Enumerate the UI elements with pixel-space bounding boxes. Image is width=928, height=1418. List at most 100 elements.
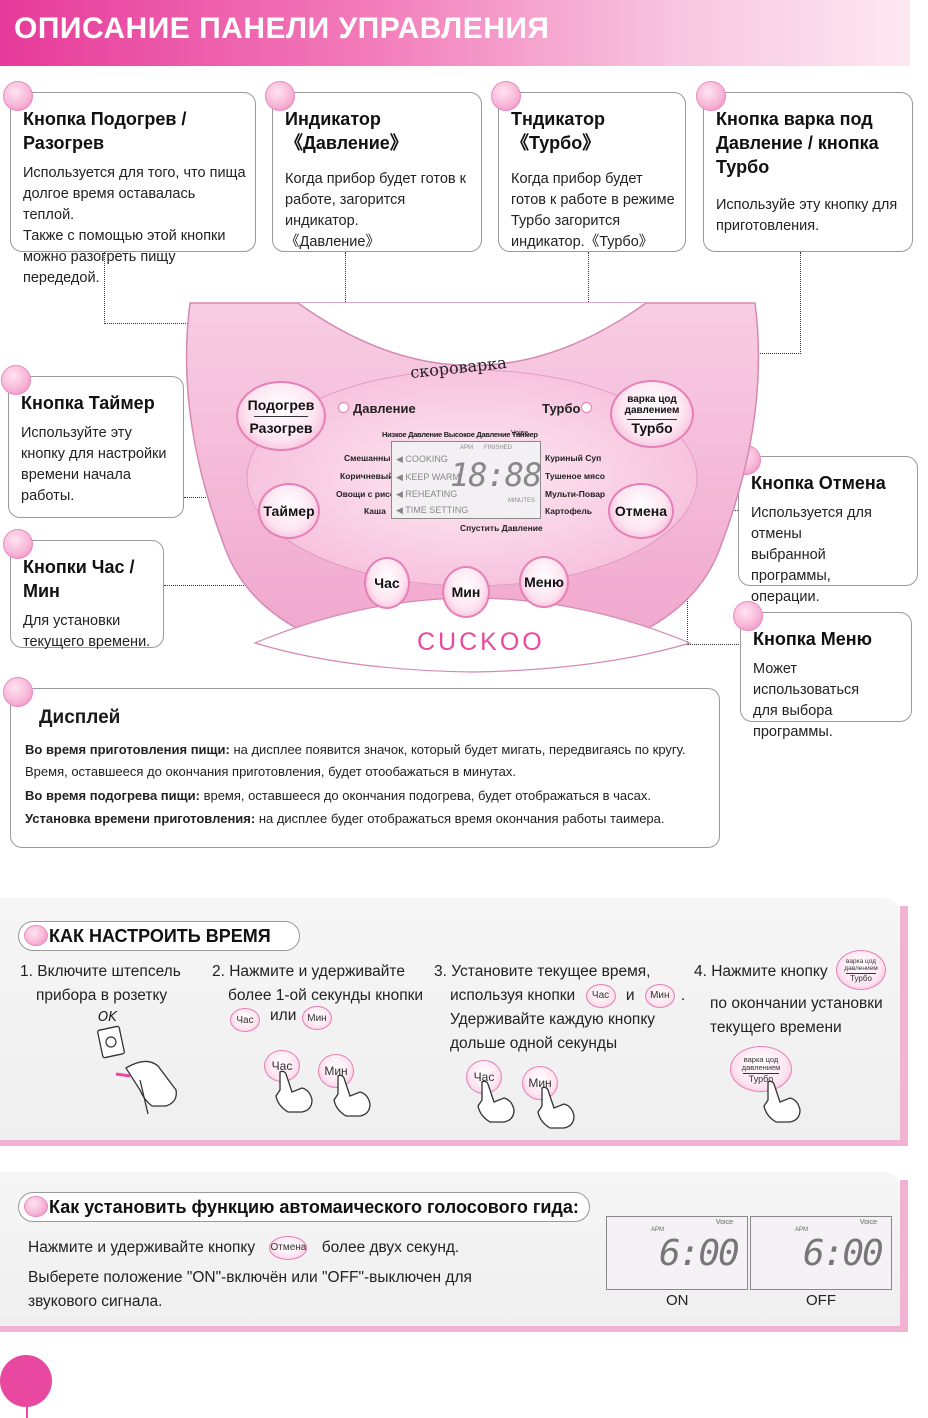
bullet-dot-icon xyxy=(3,529,33,559)
section-shadow xyxy=(0,1324,908,1332)
hour-press-button: Час xyxy=(264,1050,300,1082)
hour-button[interactable]: Час xyxy=(364,557,410,609)
hand-press-icon xyxy=(333,1074,371,1117)
time-setup-title: КАК НАСТРОИТЬ ВРЕМЯ xyxy=(18,921,300,951)
menu-button[interactable]: Меню xyxy=(519,556,569,608)
lcd-top-labels: Низкое Давление Высокое Давление Таймер xyxy=(382,430,538,439)
min-mini-button: Мин xyxy=(302,1006,332,1030)
voice-on-display: Voice APM 6:00 xyxy=(606,1216,748,1290)
leader-line xyxy=(687,644,739,645)
left-program-1: Смешанный xyxy=(344,453,396,463)
page-title: ОПИСАНИЕ ПАНЕЛИ УПРАВЛЕНИЯ xyxy=(14,12,550,45)
leader-line xyxy=(104,252,105,324)
callout-pressure-indicator: Индикатор 《Давление》 Когда прибор будет … xyxy=(265,81,482,252)
bullet-dot-icon xyxy=(491,81,521,111)
ok-label: OK xyxy=(98,1010,117,1025)
lcd-mode-reheating: ◀ REHEATING xyxy=(396,489,458,499)
panel-logo: CUCKOO xyxy=(417,628,545,656)
bullet-dot-icon xyxy=(24,1196,48,1217)
lcd-apm: APM xyxy=(460,445,474,451)
step-3-text: 3. Установите текущее время, используя к… xyxy=(434,963,686,1053)
voice-label: Voice xyxy=(859,1219,877,1226)
hand-press-icon xyxy=(275,1070,313,1113)
hand-press-icon xyxy=(537,1086,575,1129)
voice-line-1: Нажмите и удерживайте кнопку Отмена боле… xyxy=(28,1236,459,1260)
voice-title: Как установить функцию автомаического го… xyxy=(18,1192,590,1222)
hand-press-icon xyxy=(477,1080,515,1123)
turbo-indicator-label: Турбо xyxy=(542,401,581,416)
turbo-indicator-led xyxy=(581,402,592,413)
display-description: Дисплей Во время приготовления пищи: на … xyxy=(3,677,720,848)
callout-title: Кнопка Отмена xyxy=(751,473,886,493)
lcd-mode-cooking: ◀ COOKING xyxy=(396,454,448,464)
callout-title: Кнопка Меню xyxy=(753,629,872,649)
lcd-screen: ◀ COOKING ◀ KEEP WARM ◀ REHEATING ◀ TIME… xyxy=(391,441,542,519)
leader-line xyxy=(800,252,801,354)
display-line-3: Во время подогрева пищи: время, оставшее… xyxy=(25,788,652,803)
bullet-dot-icon xyxy=(3,677,33,707)
bullet-dot-icon xyxy=(3,81,33,111)
voice-label: Voice xyxy=(715,1219,733,1226)
plug-socket-illustration: OK xyxy=(96,1010,182,1120)
callout-title: Тндикатор《Турбо》 xyxy=(511,109,605,153)
voice-line-2: Выберете положение "ON"-включён или "OFF… xyxy=(28,1269,472,1286)
min-button[interactable]: Мин xyxy=(442,566,490,618)
right-program-1: Куриный Суп xyxy=(545,453,602,463)
lcd-finished: FINISHED xyxy=(484,445,513,451)
left-program-2: Коричневый xyxy=(340,471,394,481)
callout-title: Кнопки Час / Мин xyxy=(23,557,135,601)
step-4-text: 4. Нажмите кнопку по окончании установки… xyxy=(694,963,883,1036)
pressure-indicator-label: Давление xyxy=(353,401,416,416)
lcd-mode-timesetting: ◀ TIME SETTING xyxy=(396,505,469,515)
callout-title: Индикатор 《Давление》 xyxy=(285,109,408,153)
display-title: Дисплей xyxy=(39,707,121,728)
apm-label: APM xyxy=(651,1227,665,1233)
release-pressure-label: Спустить Давление xyxy=(460,523,543,533)
voice-line-3: звукового сигнала. xyxy=(28,1293,163,1310)
bullet-dot-icon xyxy=(696,81,726,111)
on-label: ON xyxy=(666,1292,689,1309)
apm-label: APM xyxy=(795,1227,809,1233)
callout-title: Кнопка Таймер xyxy=(21,393,155,413)
section-shadow xyxy=(900,1180,908,1332)
min-press-button: Мин xyxy=(522,1066,558,1100)
hour-mini-button: Час xyxy=(585,984,616,1008)
display-line-4: Установка времени приготовления: на дисп… xyxy=(25,811,665,826)
display-digits: 6:00 xyxy=(659,1233,740,1274)
right-program-4: Картофель xyxy=(545,506,593,516)
left-program-3: Овощи с рисом xyxy=(336,489,402,499)
lcd-voice-label: Voice xyxy=(511,430,529,437)
leader-line xyxy=(104,323,270,324)
cancel-button[interactable]: Отмена xyxy=(608,483,674,539)
bullet-dot-icon xyxy=(1,365,31,395)
right-program-2: Тушеное мясо xyxy=(545,471,605,481)
hand-press-icon xyxy=(763,1080,801,1123)
display-digits: 6:00 xyxy=(803,1233,884,1274)
bullet-dot-icon xyxy=(265,81,295,111)
off-label: OFF xyxy=(806,1292,836,1309)
bullet-dot-icon xyxy=(24,925,48,946)
hour-mini-button: Час xyxy=(230,1008,260,1032)
min-press-button: Мин xyxy=(318,1054,354,1088)
min-mini-button: Мин xyxy=(644,984,675,1008)
cancel-mini-button: Отмена xyxy=(269,1236,308,1260)
right-program-3: Мульти-Повар xyxy=(545,489,606,499)
timer-button[interactable]: Таймер xyxy=(258,483,320,539)
